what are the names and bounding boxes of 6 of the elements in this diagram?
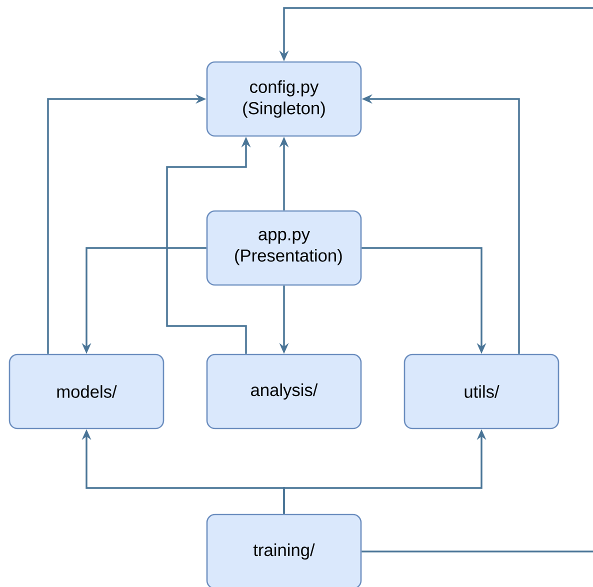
process-box: analysis/ — [206, 354, 362, 430]
process-box: training/ — [206, 514, 362, 587]
process-box: models/ — [8, 354, 164, 430]
process-box: app.py (Presentation) — [206, 210, 362, 286]
process-box: config.py (Singleton) — [206, 61, 362, 137]
process-box: utils/ — [404, 354, 560, 430]
